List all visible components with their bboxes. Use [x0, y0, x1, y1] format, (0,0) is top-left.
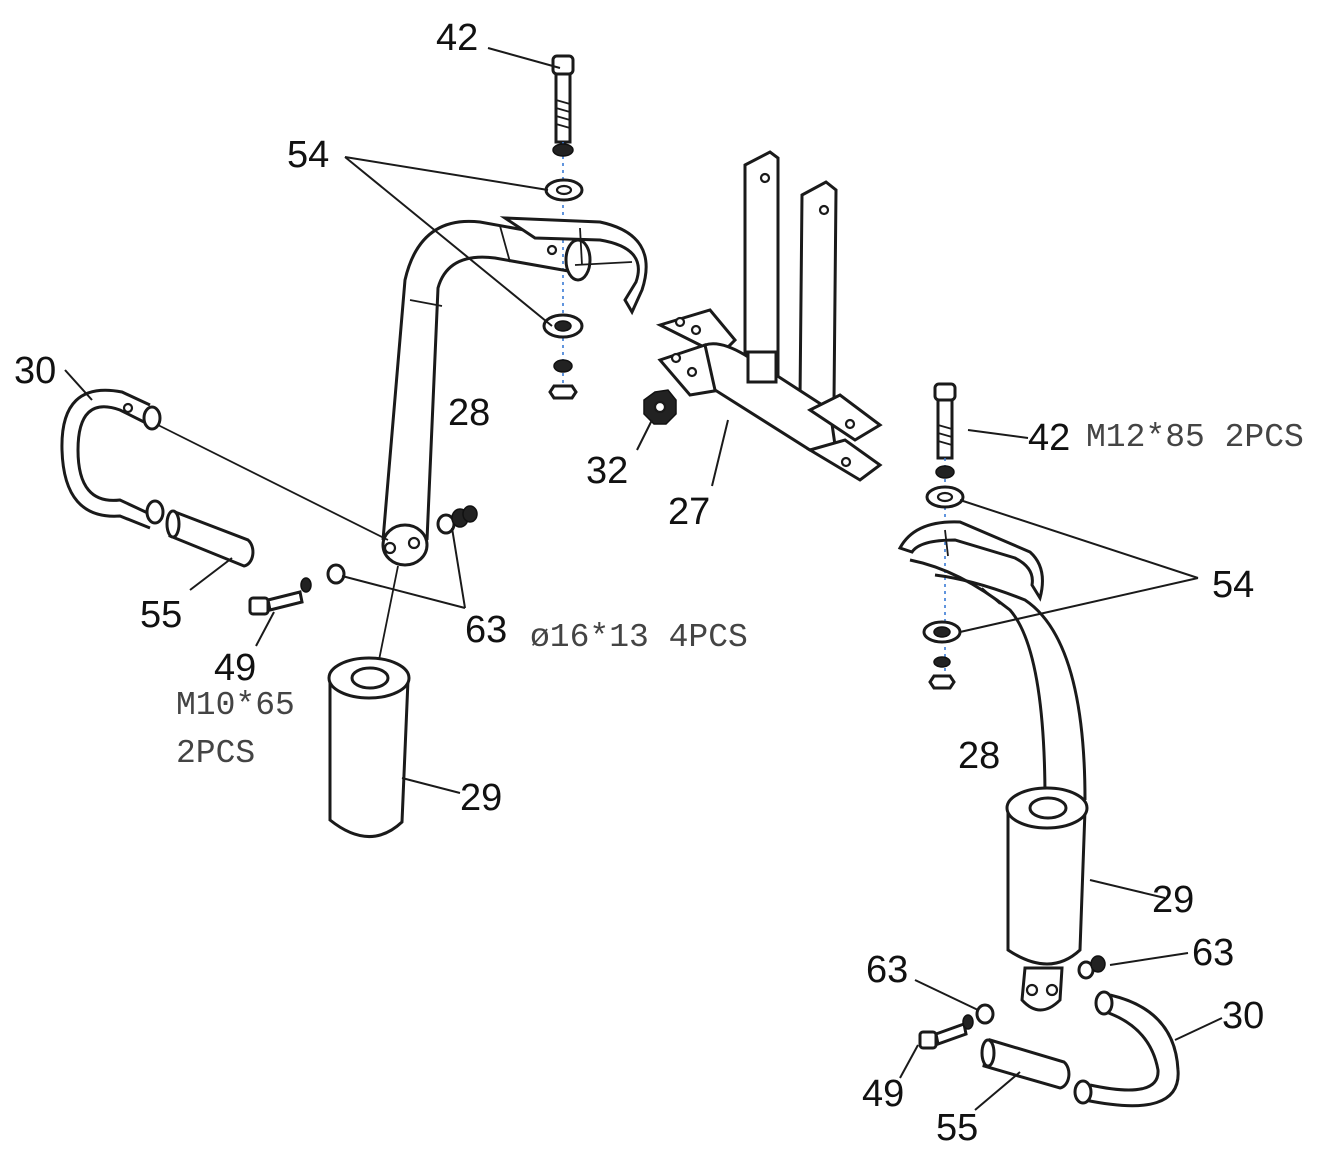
- label-30-left: 30: [14, 350, 56, 392]
- bolt-42-right: [933, 382, 957, 460]
- label-63-right-left: 63: [866, 949, 908, 991]
- label-63-left: 63: [465, 609, 507, 651]
- spec-bolt-49-size: M10*65: [176, 687, 295, 724]
- label-30-right: 30: [1222, 995, 1264, 1037]
- tube-28-right: [909, 558, 1087, 801]
- label-29-left: 29: [460, 777, 502, 819]
- label-49-left: 49: [214, 647, 256, 689]
- knob-32: [643, 389, 677, 425]
- left-assembly: [60, 54, 648, 838]
- main-frame-27: [655, 150, 883, 482]
- spec-labels: M12*85 2PCS ø16*13 4PCS M10*65 2PCS: [176, 419, 1304, 772]
- spec-sleeve-63: ø16*13 4PCS: [530, 619, 748, 656]
- part-labels: 42 54 30 28 32 27 42 55 63 49 29 54 28 2…: [14, 17, 1264, 1149]
- leader-30-to-28-left: [157, 424, 389, 541]
- foam-55-left: [165, 509, 255, 568]
- bolt-49-right: [918, 955, 1106, 1050]
- roller-29-right: [1005, 786, 1089, 966]
- foam-55-right: [980, 1038, 1071, 1090]
- right-assembly: [897, 382, 1180, 1108]
- bolt-49-left: [248, 505, 478, 616]
- roller-29-left: [327, 656, 411, 838]
- label-63-right: 63: [1192, 932, 1234, 974]
- label-54-left: 54: [287, 134, 329, 176]
- tube-28-left: [381, 219, 592, 567]
- leader-28-to-29-left: [377, 565, 399, 666]
- spec-bolt-42: M12*85 2PCS: [1086, 419, 1304, 456]
- label-42-left: 42: [436, 17, 478, 59]
- lock-washer-left-top: [552, 143, 574, 157]
- bolt-42-left: [551, 54, 575, 144]
- label-28-left: 28: [448, 392, 490, 434]
- label-42-right: 42: [1028, 417, 1070, 459]
- tube-base-right: [1020, 966, 1064, 1012]
- label-28-right: 28: [958, 735, 1000, 777]
- spec-bolt-49-qty: 2PCS: [176, 735, 255, 772]
- u-tube-30-left: [60, 388, 165, 530]
- label-55-right: 55: [936, 1107, 978, 1149]
- u-tube-30-right: [1073, 990, 1180, 1108]
- bracket-right: [897, 520, 1044, 602]
- nut-left: [548, 384, 578, 400]
- label-27: 27: [668, 491, 710, 533]
- label-49-right: 49: [862, 1073, 904, 1115]
- bracket-left: [499, 216, 648, 316]
- label-32: 32: [586, 450, 628, 492]
- label-29-right: 29: [1152, 879, 1194, 921]
- lock-washer-left-bottom: [553, 359, 573, 373]
- label-55-left: 55: [140, 594, 182, 636]
- label-54-right: 54: [1212, 564, 1254, 606]
- leader-lines: [64, 47, 1223, 1111]
